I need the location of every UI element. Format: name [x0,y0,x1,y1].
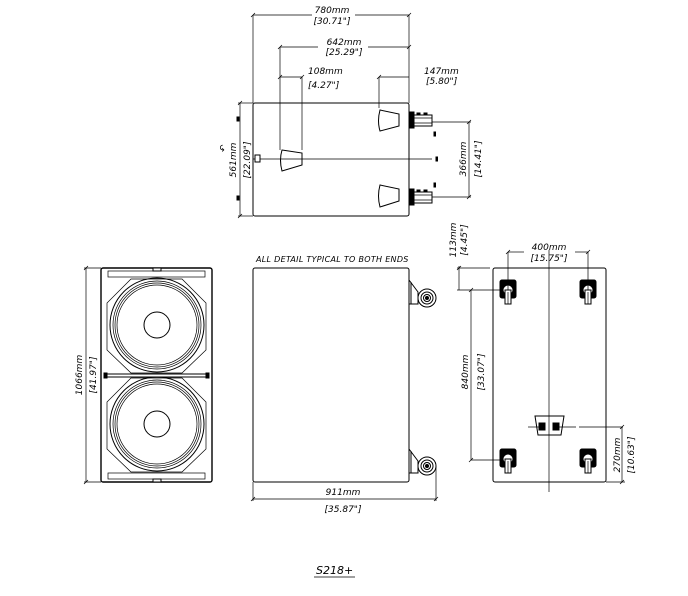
side-view-cabinet [252,267,410,483]
dim-depth-in: [22.09"] [243,141,253,178]
dim-caster-pitch-in: [33.07"] [477,353,487,390]
dim-top-offset: 113mm [4.45"] [449,222,500,291]
caster-icon [499,448,517,474]
handle-icon [280,149,303,172]
dim-handle-left: 108mm [4.27"] [277,67,343,150]
speaker-driver-icon [106,376,207,473]
rear-view-cabinet [492,267,607,483]
drawing-title: S218+ [314,564,355,578]
dim-caster-pitch-mm: 840mm [461,354,471,389]
dim-caster-spacing-mm: 366mm [459,141,469,176]
dim-connector-height-in: [10.63"] [627,436,637,473]
dim-caster-spacing-in: [14.41"] [474,140,484,177]
dim-handle-right-mm: 147mm [424,67,459,77]
connector-icon [254,154,261,163]
model-title: S218+ [316,564,353,577]
dim-handle-left-in: [4.27"] [308,81,340,91]
speaker-driver-icon [106,277,207,374]
dim-connector-height-mm: 270mm [613,437,623,472]
top-view: 780mm [30.71"] 642mm [25.29"] 108mm [4.2… [219,6,484,219]
dim-connector-height: 270mm [10.63"] [606,424,637,485]
top-view-cabinet [252,102,410,217]
dim-handle-left-mm: 108mm [308,67,343,77]
dim-overall-width-mm: 780mm [315,6,350,16]
dim-handle-span-in: [25.29"] [326,48,363,58]
dim-height-in: [41.97"] [89,356,99,393]
dim-height: 1066mm [41.97"] [75,265,101,485]
handle-icon [378,184,400,208]
dim-top-offset-mm: 113mm [449,222,459,257]
dim-depth-marker: ↶ [219,144,229,152]
side-view: ALL DETAIL TYPICAL TO BOTH ENDS [250,255,439,515]
handle-icon [378,109,400,132]
caster-icon [408,111,433,129]
caster-icon [408,188,433,206]
dim-caster-width-in: [15.75"] [531,254,568,264]
dim-caster-spacing: 366mm [14.41"] [432,119,484,200]
connector-plate-icon [528,415,623,436]
dim-overall-width: 780mm [30.71"] [250,6,412,103]
dim-depth: 561mm [22.09"] ↶ [219,100,253,219]
caster-icon [499,279,517,305]
dim-length-in: [35.87"] [325,505,362,515]
caster-wheel-icon [408,447,437,476]
dim-length: 911mm [35.87"] [250,466,439,515]
dim-caster-pitch: 840mm [33.07"] [461,287,500,463]
dim-top-offset-in: [4.45"] [460,224,470,256]
note-all-detail: ALL DETAIL TYPICAL TO BOTH ENDS [255,255,409,264]
dim-handle-span-mm: 642mm [327,38,362,48]
dim-length-mm: 911mm [326,488,361,498]
caster-icon [579,448,597,474]
dim-overall-width-in: [30.71"] [314,17,351,27]
dim-height-mm: 1066mm [75,355,85,396]
dim-handle-right: 147mm [5.80"] [376,67,459,108]
caster-wheel-icon [408,278,437,308]
dim-caster-width-mm: 400mm [532,243,567,253]
dim-handle-right-in: [5.80"] [426,77,458,87]
front-view: 1066mm [41.97"] [75,265,213,485]
dim-depth-mm: 561mm [229,142,239,177]
rear-view: 400mm [15.75"] 113mm [4.45"] 840mm [33.0… [449,222,637,492]
dim-caster-width: 400mm [15.75"] [505,243,591,290]
dim-handle-span: 642mm [25.29"] [277,38,412,150]
